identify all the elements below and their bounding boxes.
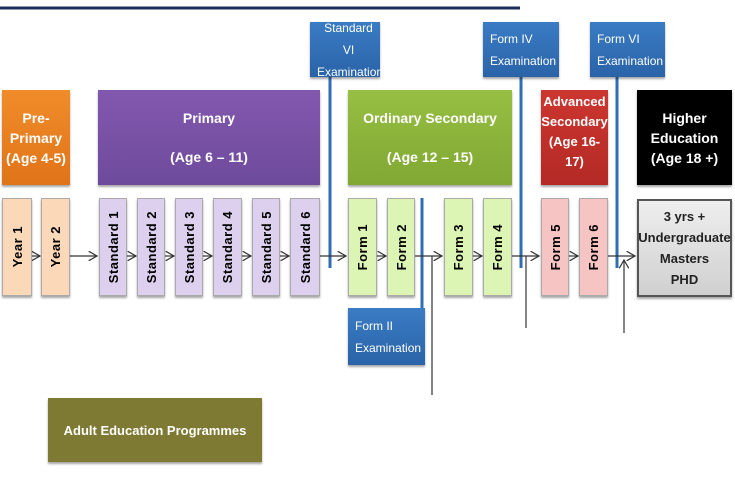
year-1: Year 1 <box>2 198 32 296</box>
label: Form 1 <box>355 223 370 271</box>
label: Standard 2 <box>143 210 159 284</box>
label: Standard 1 <box>105 210 121 284</box>
form-5: Form 5 <box>541 198 569 296</box>
label: Form VI <box>597 31 640 46</box>
standard-2: Standard 2 <box>137 198 165 296</box>
stage-primary: Primary (Age 6 – 11) <box>98 90 320 185</box>
label: 3 yrs + <box>663 209 706 224</box>
label: Standard VI <box>324 20 373 57</box>
standard-6: Standard 6 <box>290 198 320 296</box>
standard-4: Standard 4 <box>213 198 242 296</box>
label: Examination <box>355 340 422 355</box>
label: Form 3 <box>451 223 466 271</box>
label: Pre- <box>22 109 50 126</box>
label: Education <box>650 129 719 146</box>
label: Form 4 <box>490 223 505 271</box>
label: Adult Education Programmes <box>63 422 247 438</box>
label: Form 2 <box>393 223 409 271</box>
label: Standard 3 <box>181 210 197 284</box>
form-vi-examination: Form VI Examination <box>590 22 665 77</box>
form-iv-examination: Form IV Examination <box>483 22 559 77</box>
standard-5: Standard 5 <box>252 198 280 296</box>
form-3: Form 3 <box>444 198 473 296</box>
label: PHD <box>670 272 699 287</box>
label: Primary <box>9 129 63 146</box>
label: Advanced <box>543 94 606 109</box>
year-2: Year 2 <box>41 198 70 296</box>
form-1: Form 1 <box>348 198 377 296</box>
label: (Age 16-17) <box>548 134 601 169</box>
label: (Age 18 +) <box>650 149 719 166</box>
standard-vi-examination: Standard VI Examination <box>310 21 383 79</box>
label: Form IV <box>490 31 533 46</box>
label: (Age 6 – 11) <box>170 149 248 166</box>
label: (Age 12 – 15) <box>386 149 474 166</box>
form-6: Form 6 <box>579 198 608 296</box>
standard-3: Standard 3 <box>175 198 203 296</box>
adult-education-programmes: Adult Education Programmes <box>48 398 262 462</box>
label: Form II <box>355 318 393 333</box>
label: Standard 6 <box>297 210 313 284</box>
label: Examination <box>317 64 384 79</box>
label: Undergraduate <box>638 230 731 245</box>
label: (Age 4-5) <box>6 149 66 166</box>
label: Examination <box>490 53 557 68</box>
label: Year 1 <box>9 226 25 268</box>
label: Standard 4 <box>220 210 235 284</box>
label: Form 6 <box>586 223 601 271</box>
label: Form 5 <box>547 223 563 271</box>
form-2: Form 2 <box>387 198 415 296</box>
label: Masters <box>659 251 710 266</box>
standard-1: Standard 1 <box>99 198 127 296</box>
label: Standard 5 <box>258 210 274 284</box>
label: Higher <box>662 109 707 126</box>
form-4: Form 4 <box>483 198 512 296</box>
form-ii-examination: Form II Examination <box>348 308 425 365</box>
label: Primary <box>182 109 236 126</box>
stage-pre-primary: Pre- Primary (Age 4-5) <box>2 90 70 185</box>
label: Ordinary Secondary <box>363 109 497 126</box>
label: Year 2 <box>48 226 63 268</box>
label: Secondary <box>541 114 608 129</box>
stage-ordinary-secondary: Ordinary Secondary (Age 12 – 15) <box>348 90 512 185</box>
label: Examination <box>597 53 664 68</box>
